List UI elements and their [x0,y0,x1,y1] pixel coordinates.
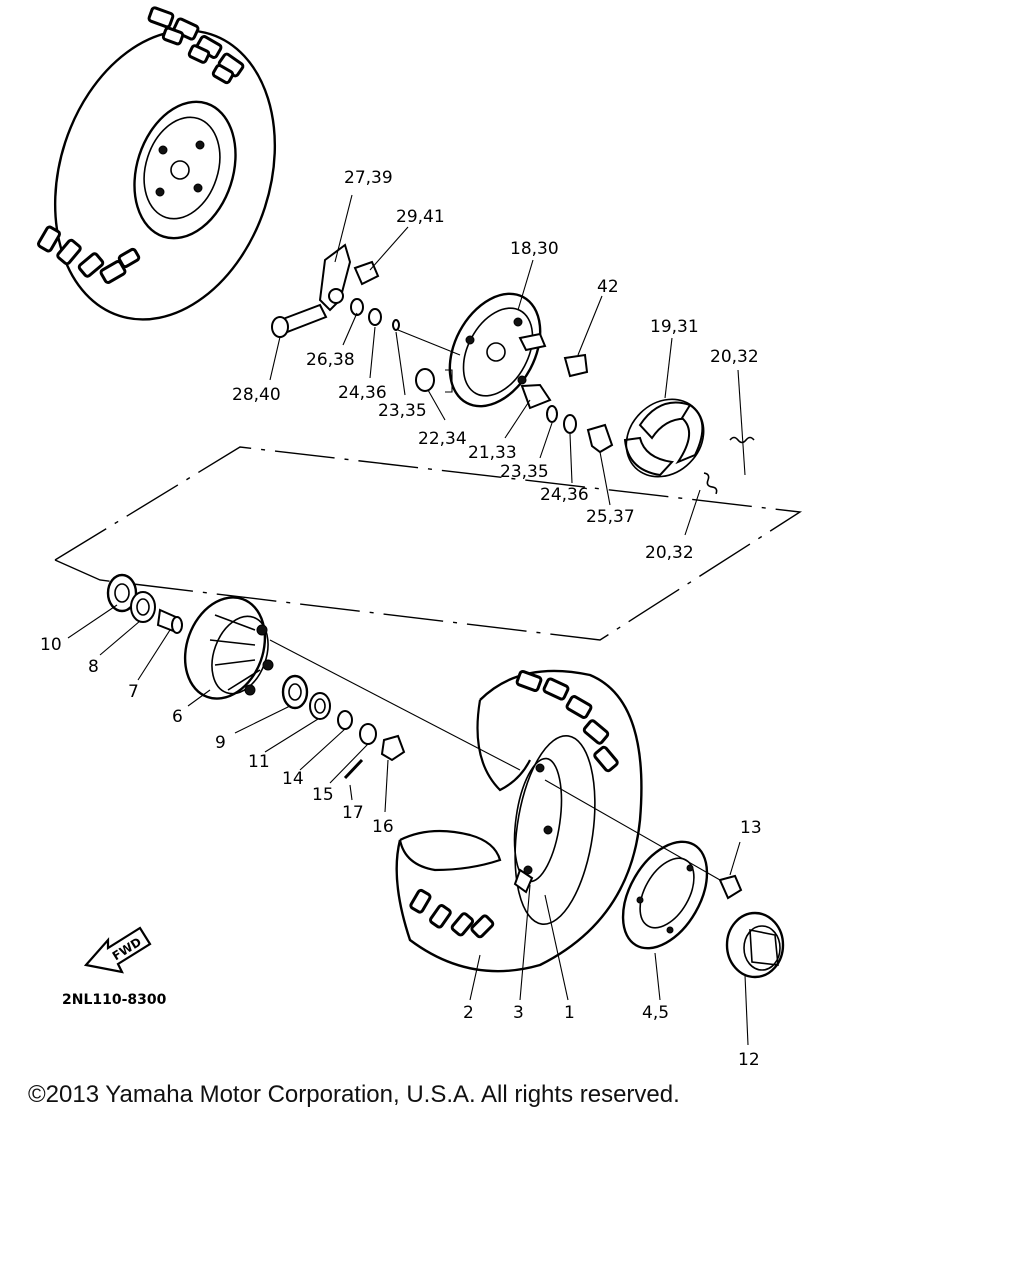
callout-19-31: 19,31 [650,317,699,337]
callout-24-36-lower: 24,36 [540,485,589,505]
callout-7: 7 [128,682,139,702]
callout-22-34: 22,34 [418,429,467,449]
callout-16: 16 [372,817,394,837]
callout-14: 14 [282,769,304,789]
callout-20-32-lower: 20,32 [645,543,694,563]
callout-23-35-lower: 23,35 [500,462,549,482]
callout-1: 1 [564,1003,575,1023]
callout-9: 9 [215,733,226,753]
diagram-code: 2NL110-8300 [62,992,167,1008]
callout-42: 42 [597,277,619,297]
callout-18-30: 18,30 [510,239,559,259]
callout-29-41: 29,41 [396,207,445,227]
callout-13: 13 [740,818,762,838]
brake-shoe-plate [415,292,614,454]
callout-17: 17 [342,803,364,823]
callout-11: 11 [248,752,270,772]
brake-shoes-and-springs [623,398,755,495]
callout-15: 15 [312,785,334,805]
callout-27-39: 27,39 [344,168,393,188]
alignment-outline [54,446,803,641]
callout-3: 3 [513,1003,524,1023]
callout-8: 8 [88,657,99,677]
callout-21-33: 21,33 [468,443,517,463]
brake-cam-arm [271,243,400,338]
callout-12: 12 [738,1050,760,1070]
callout-2: 2 [463,1003,474,1023]
leader-lines [67,194,749,1046]
drum-and-hub-cap [621,840,785,979]
callout-25-37: 25,37 [586,507,635,527]
upper-wheel-illustration [37,6,277,321]
callout-6: 6 [172,707,183,727]
exploded-parts-diagram: FWD [37,6,803,1070]
callout-23-35-upper: 23,35 [378,401,427,421]
callout-4-5: 4,5 [642,1003,669,1023]
lower-wheel-illustration [395,669,643,973]
axle-hardware [281,674,406,780]
callout-10: 10 [40,635,62,655]
front-hub-assembly [106,573,274,700]
callout-26-38: 26,38 [306,350,355,370]
callout-labels: 27,39 29,41 18,30 42 19,31 20,32 26,38 2… [40,168,762,1070]
fwd-arrow: FWD [83,926,152,974]
copyright-notice: ©2013 Yamaha Motor Corporation, U.S.A. A… [28,1081,680,1108]
callout-20-32-upper: 20,32 [710,347,759,367]
callout-24-36-upper: 24,36 [338,383,387,403]
callout-28-40: 28,40 [232,385,281,405]
